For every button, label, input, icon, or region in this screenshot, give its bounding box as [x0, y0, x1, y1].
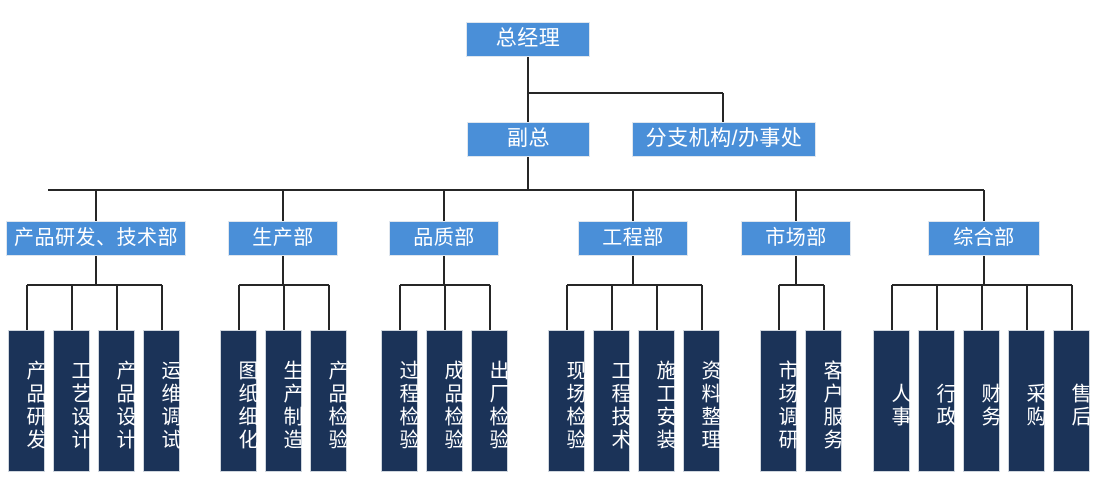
- marketing-dept-child-2-label: 客户服务: [820, 360, 842, 452]
- engineering-dept-child-3[interactable]: 施工安装: [638, 330, 675, 472]
- general-affairs-dept-child-2[interactable]: 行政: [918, 330, 955, 472]
- general-affairs-dept-child-5[interactable]: 售后: [1053, 330, 1090, 472]
- quality-dept-child-1-label: 过程检验: [396, 360, 418, 452]
- marketing-dept-child-1-label: 市场调研: [775, 360, 797, 452]
- production-dept-child-1[interactable]: 图纸细化: [220, 330, 257, 472]
- general-affairs-dept-child-5-label: 售后: [1068, 383, 1090, 429]
- rnd-tech-dept-child-2-label: 工艺设计: [68, 360, 90, 452]
- rnd-tech-dept-child-1-label: 产品研发: [23, 360, 45, 452]
- rnd-tech-dept-child-4[interactable]: 运维调试: [143, 330, 180, 472]
- marketing-dept-child-1[interactable]: 市场调研: [760, 330, 797, 472]
- general-affairs-dept-child-1[interactable]: 人事: [873, 330, 910, 472]
- rnd-tech-dept-child-4-label: 运维调试: [158, 360, 180, 452]
- general-affairs-dept-child-4[interactable]: 采购: [1008, 330, 1045, 472]
- quality-dept-child-3-label: 出厂检验: [486, 360, 508, 452]
- general-affairs-dept-child-1-label: 人事: [888, 383, 910, 429]
- general-affairs-dept-child-3[interactable]: 财务: [963, 330, 1000, 472]
- rnd-tech-dept-child-3[interactable]: 产品设计: [98, 330, 135, 472]
- general-affairs-dept-child-3-label: 财务: [978, 383, 1000, 429]
- production-dept-child-2[interactable]: 生产制造: [265, 330, 302, 472]
- general-manager-box[interactable]: 总经理: [466, 22, 590, 57]
- production-dept-box-label: 生产部: [252, 226, 314, 249]
- marketing-dept-child-2[interactable]: 客户服务: [805, 330, 842, 472]
- quality-dept-child-3[interactable]: 出厂检验: [471, 330, 508, 472]
- rnd-tech-dept-box[interactable]: 产品研发、技术部: [6, 221, 186, 256]
- quality-dept-box-label: 品质部: [413, 226, 475, 249]
- engineering-dept-box[interactable]: 工程部: [578, 221, 688, 256]
- marketing-dept-box[interactable]: 市场部: [741, 221, 851, 256]
- engineering-dept-child-2[interactable]: 工程技术: [593, 330, 630, 472]
- general-manager-box-label: 总经理: [495, 27, 561, 51]
- general-affairs-dept-child-4-label: 采购: [1023, 383, 1045, 429]
- engineering-dept-child-1[interactable]: 现场检验: [548, 330, 585, 472]
- general-affairs-dept-box[interactable]: 综合部: [928, 221, 1040, 256]
- vice-general-manager-box-label: 副总: [507, 127, 550, 151]
- marketing-dept-box-label: 市场部: [765, 226, 827, 249]
- production-dept-child-1-label: 图纸细化: [235, 360, 257, 452]
- engineering-dept-child-2-label: 工程技术: [608, 360, 630, 452]
- rnd-tech-dept-box-label: 产品研发、技术部: [14, 226, 178, 249]
- rnd-tech-dept-child-2[interactable]: 工艺设计: [53, 330, 90, 472]
- general-affairs-dept-box-label: 综合部: [953, 226, 1015, 249]
- engineering-dept-child-1-label: 现场检验: [563, 360, 585, 452]
- production-dept-child-3-label: 产品检验: [325, 360, 347, 452]
- engineering-dept-box-label: 工程部: [602, 226, 664, 249]
- vice-general-manager-box[interactable]: 副总: [467, 122, 590, 157]
- branch-office-box[interactable]: 分支机构/办事处: [632, 122, 816, 157]
- production-dept-child-2-label: 生产制造: [280, 360, 302, 452]
- quality-dept-child-2[interactable]: 成品检验: [426, 330, 463, 472]
- engineering-dept-child-3-label: 施工安装: [653, 360, 675, 452]
- rnd-tech-dept-child-3-label: 产品设计: [113, 360, 135, 452]
- quality-dept-child-2-label: 成品检验: [441, 360, 463, 452]
- production-dept-child-3[interactable]: 产品检验: [310, 330, 347, 472]
- general-affairs-dept-child-2-label: 行政: [933, 383, 955, 429]
- engineering-dept-child-4[interactable]: 资料整理: [683, 330, 720, 472]
- production-dept-box[interactable]: 生产部: [228, 221, 338, 256]
- rnd-tech-dept-child-1[interactable]: 产品研发: [8, 330, 45, 472]
- branch-office-box-label: 分支机构/办事处: [645, 127, 803, 151]
- engineering-dept-child-4-label: 资料整理: [698, 360, 720, 452]
- quality-dept-child-1[interactable]: 过程检验: [381, 330, 418, 472]
- quality-dept-box[interactable]: 品质部: [389, 221, 499, 256]
